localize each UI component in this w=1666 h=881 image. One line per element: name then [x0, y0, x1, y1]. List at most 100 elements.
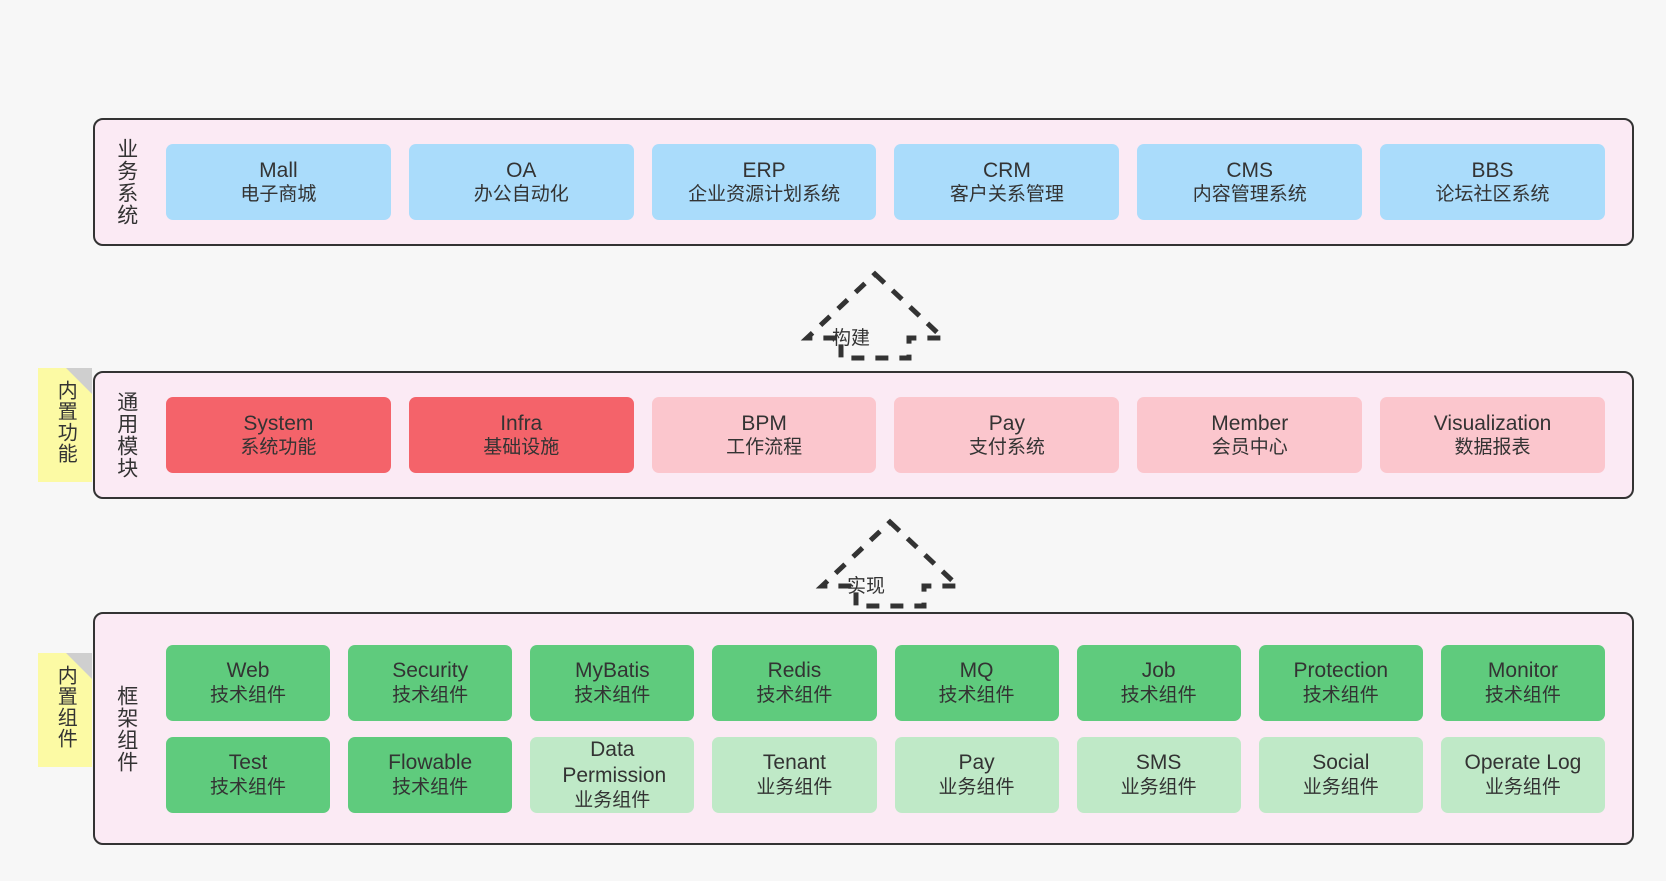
node-social[interactable]: Social 业务组件	[1258, 736, 1423, 813]
node-erp[interactable]: ERP 企业资源计划系统	[651, 144, 877, 220]
layer-title-framework-components: 框架组件	[114, 684, 138, 773]
connector-implement: 实现	[815, 518, 965, 609]
node-title: Pay	[958, 751, 995, 775]
node-title: Social	[1312, 751, 1370, 775]
node-subtitle: 技术组件	[574, 684, 651, 706]
layer-body-business-systems: Mall 电子商城 OA 办公自动化 ERP 企业资源计划系统 CRM 客户关系…	[147, 120, 1632, 244]
node-title: Tenant	[762, 751, 826, 775]
node-subtitle: 电子商城	[240, 184, 317, 206]
sticky-note-builtin-features: 内置功能	[38, 368, 92, 482]
connector-build-label: 构建	[832, 328, 871, 349]
node-title: Infra	[500, 411, 543, 435]
node-flowable[interactable]: Flowable 技术组件	[348, 736, 513, 813]
node-row: System 系统功能 Infra 基础设施 BPM 工作流程 Pay 支付系统…	[157, 397, 1614, 473]
node-title: Security	[392, 659, 469, 683]
node-subtitle: 业务组件	[574, 789, 651, 811]
node-title: Job	[1141, 659, 1176, 683]
node-monitor[interactable]: Monitor 技术组件	[1440, 644, 1605, 721]
node-mybatis[interactable]: MyBatis 技术组件	[530, 644, 695, 721]
node-title: BBS	[1471, 158, 1514, 182]
node-title: MQ	[959, 659, 994, 683]
node-data-permission[interactable]: Data Permission 业务组件	[530, 736, 695, 813]
layer-common-modules: 通用模块 System 系统功能 Infra 基础设施 BPM 工作流程 Pay…	[93, 371, 1634, 499]
node-subtitle: 系统功能	[240, 437, 317, 459]
node-title: Flowable	[388, 751, 473, 775]
layer-body-common-modules: System 系统功能 Infra 基础设施 BPM 工作流程 Pay 支付系统…	[147, 373, 1632, 497]
node-subtitle: 数据报表	[1454, 437, 1531, 459]
connector-implement-label: 实现	[847, 576, 886, 597]
node-protection[interactable]: Protection 技术组件	[1258, 644, 1423, 721]
node-member[interactable]: Member 会员中心	[1137, 397, 1363, 473]
node-subtitle: 业务组件	[938, 776, 1015, 798]
node-subtitle: 支付系统	[968, 437, 1045, 459]
node-redis[interactable]: Redis 技术组件	[712, 644, 877, 721]
node-pay-module[interactable]: Pay 支付系统	[894, 397, 1120, 473]
node-subtitle: 技术组件	[210, 684, 287, 706]
node-subtitle: 业务组件	[1120, 776, 1197, 798]
node-crm[interactable]: CRM 客户关系管理	[894, 144, 1120, 220]
node-bbs[interactable]: BBS 论坛社区系统	[1380, 144, 1605, 220]
node-subtitle: 技术组件	[1120, 684, 1197, 706]
node-mq[interactable]: MQ 技术组件	[894, 644, 1059, 721]
node-title: Test	[228, 751, 268, 775]
sticky-note-builtin-components: 内置组件	[38, 653, 92, 767]
node-web[interactable]: Web 技术组件	[166, 644, 331, 721]
node-title: Visualization	[1433, 411, 1552, 435]
node-operate-log[interactable]: Operate Log 业务组件	[1440, 736, 1605, 813]
layer-title-common-modules: 通用模块	[114, 391, 138, 479]
node-subtitle: 业务组件	[756, 776, 833, 798]
node-title: Member	[1211, 411, 1289, 435]
node-title: Operate Log	[1464, 751, 1582, 775]
node-pay-component[interactable]: Pay 业务组件	[894, 736, 1059, 813]
node-subtitle: 内容管理系统	[1192, 184, 1307, 206]
node-subtitle: 工作流程	[726, 437, 803, 459]
node-tenant[interactable]: Tenant 业务组件	[712, 736, 877, 813]
node-subtitle: 技术组件	[1484, 684, 1561, 706]
node-subtitle: 办公自动化	[473, 184, 569, 206]
node-subtitle: 技术组件	[392, 776, 469, 798]
sticky-note-label: 内置组件	[54, 665, 77, 749]
node-subtitle: 基础设施	[483, 437, 560, 459]
node-title: Pay	[988, 411, 1025, 435]
node-cms[interactable]: CMS 内容管理系统	[1137, 144, 1363, 220]
node-sms[interactable]: SMS 业务组件	[1076, 736, 1241, 813]
node-subtitle: 业务组件	[1302, 776, 1379, 798]
node-row-technical: Web 技术组件 Security 技术组件 MyBatis 技术组件 Redi…	[157, 644, 1614, 721]
node-title: Web	[226, 659, 270, 683]
node-visualization[interactable]: Visualization 数据报表	[1380, 397, 1605, 473]
node-security[interactable]: Security 技术组件	[348, 644, 513, 721]
node-title: CRM	[982, 158, 1031, 182]
node-subtitle: 业务组件	[1484, 776, 1561, 798]
node-subtitle: 论坛社区系统	[1435, 184, 1550, 206]
node-subtitle: 技术组件	[1302, 684, 1379, 706]
node-subtitle: 会员中心	[1211, 437, 1288, 459]
node-mall[interactable]: Mall 电子商城	[166, 144, 391, 220]
node-title: Protection	[1293, 659, 1389, 683]
node-test[interactable]: Test 技术组件	[166, 736, 331, 813]
node-infra[interactable]: Infra 基础设施	[408, 397, 634, 473]
node-title: BPM	[741, 411, 787, 435]
layer-framework-components: 框架组件 Web 技术组件 Security 技术组件 MyBatis 技术组件…	[93, 612, 1634, 845]
node-subtitle: 技术组件	[392, 684, 469, 706]
node-title: OA	[506, 158, 537, 182]
node-title: MyBatis	[574, 659, 650, 683]
node-subtitle: 技术组件	[756, 684, 833, 706]
fold-corner-icon	[66, 368, 92, 394]
node-subtitle: 技术组件	[938, 684, 1015, 706]
node-title: Monitor	[1487, 659, 1558, 683]
node-system[interactable]: System 系统功能	[166, 397, 391, 473]
layer-business-systems: 业务系统 Mall 电子商城 OA 办公自动化 ERP 企业资源计划系统 CRM…	[93, 118, 1634, 246]
node-row: Mall 电子商城 OA 办公自动化 ERP 企业资源计划系统 CRM 客户关系…	[157, 144, 1614, 220]
node-title: Redis	[767, 659, 822, 683]
node-bpm[interactable]: BPM 工作流程	[651, 397, 877, 473]
node-title: SMS	[1135, 751, 1182, 775]
node-oa[interactable]: OA 办公自动化	[408, 144, 634, 220]
node-subtitle: 技术组件	[210, 776, 287, 798]
node-title: ERP	[742, 158, 786, 182]
node-title: System	[243, 411, 314, 435]
connector-build: 构建	[800, 270, 950, 361]
node-job[interactable]: Job 技术组件	[1076, 644, 1241, 721]
node-row-business: Test 技术组件 Flowable 技术组件 Data Permission …	[157, 736, 1614, 813]
node-subtitle: 企业资源计划系统	[688, 184, 841, 206]
